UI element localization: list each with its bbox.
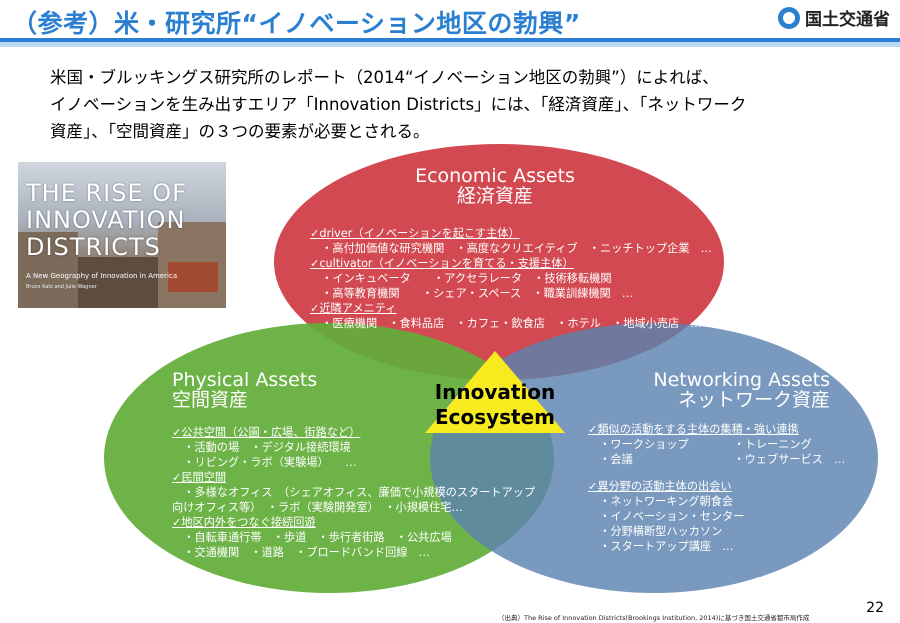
networking-list: ✓類似の活動をする主体の集積・強い連携 ・ワークショップ ・トレーニング ・会議… [588,422,845,554]
physical-item: ✓地区内外をつなぐ接続回遊 [172,516,316,529]
economic-item: ・医療機関 ・食料品店 ・カフェ・飲食店 ・ホテル ・地域小売店 … [310,317,702,330]
cover-title-line: INNOVATION [26,206,186,234]
physical-item: ✓民間空間 [172,471,227,484]
networking-item: ✓類似の活動をする主体の集積・強い連携 [588,423,799,436]
header-divider [0,38,900,42]
economic-item: ・高等教育機関 ・シェア・スペース ・職業訓練機関 … [310,287,634,300]
physical-title-en: Physical Assets [172,369,318,391]
physical-item: ・活動の場 ・デジタル接続環境 [172,441,351,454]
mlit-logo: 国土交通省 [778,5,890,30]
physical-item: ・リビング・ラボ（実験場） … [172,456,357,469]
report-cover-image: THE RISE OF INNOVATION DISTRICTS A New G… [18,162,226,308]
physical-item: ✓公共空間（公園・広場、街路など） [172,426,361,439]
networking-item: ・スタートアップ講座 … [588,540,734,553]
intro-text: 米国・ブルッキングス研究所のレポート（2014“イノベーション地区の勃興”）によ… [50,64,870,145]
page-title: （参考）米・研究所“イノベーション地区の勃興” [12,9,581,38]
economic-list: ✓driver（イノベーションを起こす主体） ・高付加価値な研究機関 ・高度なク… [310,226,712,331]
economic-item: ・インキュベータ ・アクセラレータ ・技術移転機関 [310,272,612,285]
networking-item: ✓異分野の活動主体の出会い [588,480,732,493]
economic-title-ja: 経済資産 [456,185,533,207]
intro-line: 米国・ブルッキングス研究所のレポート（2014“イノベーション地区の勃興”）によ… [50,68,719,87]
physical-item: 向けオフィス等） ・ラボ（実験開発室） ・小規模住宅… [172,501,463,514]
economic-heading: Economic Assets 経済資産 [370,166,620,206]
physical-item: ・多様なオフィス （シェアオフィス、廉価で小規模のスタートアップ [172,486,536,499]
networking-item: ・ネットワーキング朝食会 [588,495,734,508]
networking-item: ・会議 ・ウェブサービス … [588,453,846,466]
economic-title-en: Economic Assets [415,165,575,187]
intro-line: 資産」、「空間資産」の３つの要素が必要とされる。 [50,122,430,141]
economic-item: ✓cultivator（イノベーションを育てる・支援主体） [310,257,574,270]
networking-item: ・イノベーション・センター [588,510,745,523]
header-divider-light [0,42,900,47]
center-line: Innovation [434,380,556,404]
cover-byline: Bruce Katz and Julie Wagner [26,284,97,290]
center-line: Ecosystem [434,405,556,429]
physical-title-ja: 空間資産 [172,389,249,411]
physical-list: ✓公共空間（公園・広場、街路など） ・活動の場 ・デジタル接続環境 ・リビング・… [172,425,535,560]
economic-assets-circle [274,144,724,380]
physical-item: ・自転車通行帯 ・歩道 ・歩行者街路 ・公共広場 [172,531,452,544]
networking-title-ja: ネットワーク資産 [677,389,830,411]
intro-line: イノベーションを生み出すエリア「Innovation Districts」には、… [50,95,747,114]
page-number: 22 [866,600,884,616]
physical-assets-circle [104,323,554,593]
networking-assets-circle [430,323,878,593]
networking-item: ・分野横断型ハッカソン [588,525,723,538]
economic-item: ✓driver（イノベーションを起こす主体） [310,227,520,240]
cover-title: THE RISE OF INNOVATION DISTRICTS [26,180,187,261]
cover-title-line: THE RISE OF [26,179,187,207]
innovation-ecosystem-label: Innovation Ecosystem [410,380,580,430]
source-citation: （出典）The Rise of Innovation Districts(Bro… [498,614,810,622]
networking-item: ・ワークショップ ・トレーニング [588,438,812,451]
logo-text: 国土交通省 [805,10,890,30]
physical-item: ・交通機関 ・道路 ・ブロードバンド回線 … [172,546,430,559]
economic-item: ・高付加価値な研究機関 ・高度なクリエイティブ ・ニッチトップ企業 … [310,242,712,255]
cover-subtitle: A New Geography of Innovation in America [26,272,178,280]
cover-title-line: DISTRICTS [26,233,161,261]
networking-heading: Networking Assets ネットワーク資産 [600,370,830,410]
physical-heading: Physical Assets 空間資産 [172,370,317,410]
ecosystem-triangle [425,351,565,433]
economic-item: ✓近隣アメニティ [310,302,397,315]
mlit-logo-icon [778,6,800,29]
networking-title-en: Networking Assets [653,369,830,391]
